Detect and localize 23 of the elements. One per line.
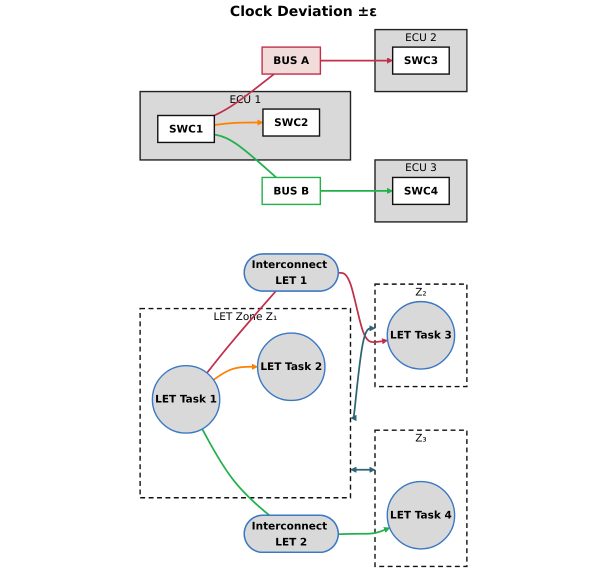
connector [206, 290, 276, 374]
node-circle: LET Task 1 [152, 365, 220, 434]
node-box: SWC4 [392, 176, 450, 206]
node-box: BUS A [261, 46, 322, 75]
node-box: SWC3 [392, 46, 450, 75]
arrow [320, 58, 393, 64]
node-circle: LET Task 4 [386, 480, 456, 550]
node-circle: LET Task 3 [386, 300, 456, 370]
arrow [320, 188, 393, 194]
arrow [338, 272, 388, 344]
connector [214, 73, 275, 116]
node-circle: LET Task 2 [256, 332, 326, 402]
node-box: SWC2 [262, 108, 320, 137]
arrow [350, 325, 376, 422]
connector [214, 134, 277, 178]
arrow [214, 119, 264, 126]
node-box: BUS B [261, 176, 322, 206]
arrow [338, 527, 390, 536]
connector [201, 428, 270, 516]
arrow [213, 364, 258, 381]
note-label: Clock Deviation ±ε [230, 4, 378, 20]
arrow [350, 466, 376, 473]
node-box: SWC1 [157, 114, 216, 144]
